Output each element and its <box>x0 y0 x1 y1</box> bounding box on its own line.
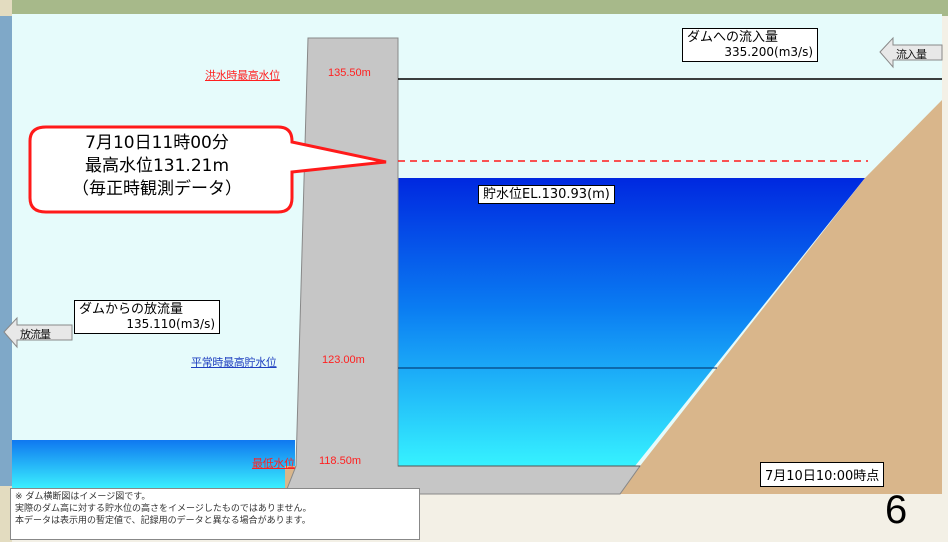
left-panel-edge <box>0 16 12 486</box>
downstream-water <box>12 440 295 490</box>
inflow-value: 335.200(m3/s) <box>724 45 813 59</box>
flood-max-level-label: 洪水時最高水位 <box>205 69 280 82</box>
top-photo-strip <box>0 0 948 16</box>
callout-line-3: （毎正時観測データ） <box>72 179 242 199</box>
outflow-label: ダムからの放流量 <box>79 302 184 317</box>
right-bank <box>620 100 942 494</box>
inflow-arrow-label: 流入量 <box>896 48 927 61</box>
callout-line-1: 7月10日11時00分 <box>85 133 229 153</box>
outflow-value: 135.110(m3/s) <box>126 317 215 331</box>
callout-bubble <box>28 125 387 214</box>
inflow-label: ダムへの流入量 <box>687 30 779 45</box>
reservoir-water <box>398 178 865 466</box>
inflow-arrow <box>879 36 943 69</box>
note-line-3: 本データは表示用の暫定値で、記録用のデータと異なる場合があります。 <box>15 516 311 526</box>
dam-body <box>284 37 641 495</box>
storage-level-box: 貯水位EL.130.93(m) <box>478 185 615 204</box>
normal-max-level-value: 123.00m <box>322 354 365 366</box>
min-level-label: 最低水位 <box>252 457 295 470</box>
note-line-1: ※ ダム横断図はイメージ図です。 <box>15 492 151 502</box>
min-level-value: 118.50m <box>319 455 361 467</box>
storage-level-label: 貯水位EL.130.93(m) <box>483 187 610 202</box>
inflow-box: ダムへの流入量 335.200(m3/s) <box>682 28 818 62</box>
page-number: 6 <box>885 488 908 532</box>
time-label: 7月10日10:00時点 <box>760 462 885 487</box>
note-line-2: 実際のダム高に対する貯水位の高さをイメージしたものではありません。 <box>15 504 312 514</box>
callout-text: 7月10日11時00分 最高水位131.21m （毎正時観測データ） <box>28 132 286 201</box>
outflow-box: ダムからの放流量 135.110(m3/s) <box>74 300 220 334</box>
note-box: ※ ダム横断図はイメージ図です。 実際のダム高に対する貯水位の高さをイメージした… <box>10 488 420 540</box>
outflow-arrow <box>3 316 73 349</box>
outflow-arrow-label: 放流量 <box>20 328 51 341</box>
callout-line-2: 最高水位131.21m <box>84 156 230 176</box>
flood-max-level-value: 135.50m <box>328 67 371 79</box>
normal-max-level-label: 平常時最高貯水位 <box>191 356 277 369</box>
